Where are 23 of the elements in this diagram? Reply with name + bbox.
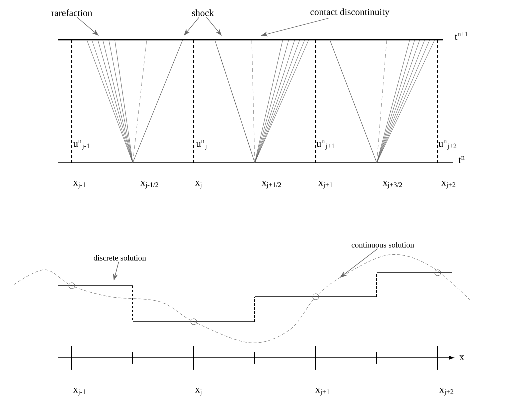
label-t: t$^{n+1}$ xyxy=(454,32,468,40)
axis-label: x xyxy=(460,356,464,360)
grid-label: x$_{j}$ xyxy=(195,181,202,189)
grid-label: x$_{j-1}$ xyxy=(73,388,86,396)
leader-arrow xyxy=(77,17,99,36)
leader-arrow xyxy=(184,17,200,36)
grid-label: x$_{j+1/2}$ xyxy=(262,181,282,189)
callout-text: discrete solution xyxy=(94,255,146,261)
grid-label: x$_{j+2}$ xyxy=(440,388,454,396)
grid-label: x$_{j-1}$ xyxy=(73,181,86,189)
grid-label: x$_{j+1}$ xyxy=(316,388,330,396)
grid-label: x$_{j-1/2}$ xyxy=(140,181,158,189)
callout-text: rarefaction xyxy=(52,10,92,16)
leader-arrow xyxy=(340,248,378,278)
grid-label: x$_{j+1}$ xyxy=(318,181,333,189)
label-t: t$^{n}$ xyxy=(458,156,465,164)
leader-arrow xyxy=(206,17,222,36)
grid-label: x$_{j+2}$ xyxy=(442,181,456,189)
callout-text: shock xyxy=(192,10,214,16)
callout-text: continuous solution xyxy=(352,242,414,248)
callout-text: contact discontinuity xyxy=(310,8,390,18)
grid-label: x$_{j}$ xyxy=(195,388,202,396)
grid-label: x$_{j+3/2}$ xyxy=(382,181,402,189)
